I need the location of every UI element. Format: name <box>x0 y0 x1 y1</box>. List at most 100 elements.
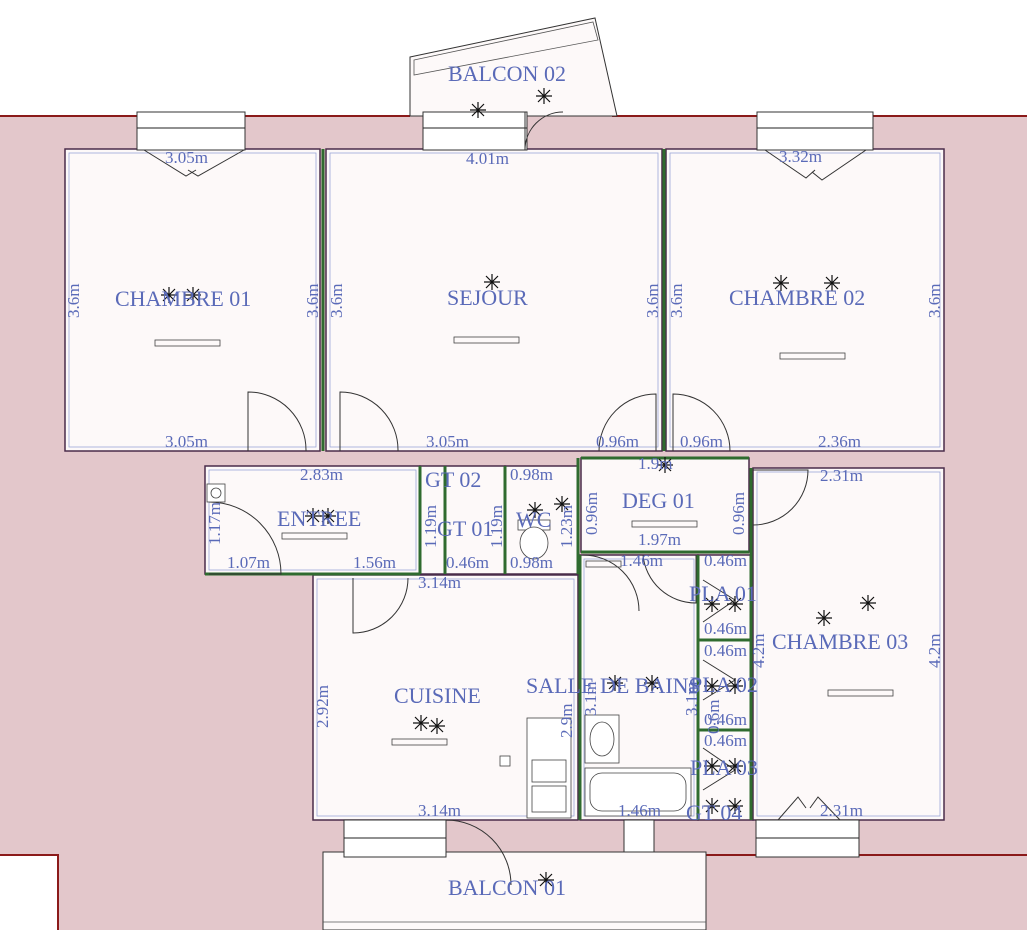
light-point-icon <box>536 88 552 104</box>
door-swing <box>642 554 697 604</box>
label-gt-01: GT 01 <box>437 516 493 541</box>
dim-cuisine-right: 2.9m <box>557 704 576 738</box>
label-gt-04: GT 04 <box>686 800 742 825</box>
light-point-icon <box>320 508 336 524</box>
door-swing <box>208 501 282 575</box>
radiator <box>281 532 348 540</box>
light-point-icon <box>644 675 660 691</box>
exterior-notch <box>0 856 57 930</box>
dim-entree-bottom-right: 1.56m <box>353 553 396 572</box>
dim-chambre01-top: 3.05m <box>165 148 208 167</box>
door-swing <box>352 577 409 634</box>
room-gt-cluster <box>419 465 506 575</box>
washbasin <box>584 714 620 764</box>
dim-sejour-door: 0.96m <box>596 432 639 451</box>
door-swing <box>143 149 197 177</box>
dim-placard-left: 3.1m <box>682 682 701 716</box>
light-point-icon <box>527 502 543 518</box>
door-swing <box>764 149 816 179</box>
room-sejour <box>325 148 663 452</box>
light-point-icon <box>305 508 321 524</box>
window <box>623 819 655 853</box>
door-swing <box>339 391 399 452</box>
radiator <box>827 689 894 697</box>
dim-chambre02-bottom: 2.36m <box>818 432 861 451</box>
light-point-icon <box>554 496 570 512</box>
door-swing <box>809 796 841 821</box>
dim-chambre02-door: 0.96m <box>680 432 723 451</box>
window <box>136 111 246 151</box>
door-swing <box>598 393 657 452</box>
dim-pla02-top: 0.46m <box>704 641 747 660</box>
dim-wc-top: 0.98m <box>510 465 553 484</box>
door-swing <box>445 819 512 886</box>
balcon-01-area <box>322 851 707 930</box>
room-chambre-02 <box>665 148 945 452</box>
room-outline <box>329 152 659 448</box>
dim-pla01-bottom: 0.46m <box>704 619 747 638</box>
light-point-icon <box>538 872 554 888</box>
dim-deg01-left: 0.96m <box>582 492 601 535</box>
dim-chambre03-top: 2.31m <box>820 466 863 485</box>
light-point-icon <box>704 798 720 814</box>
label-pla-03: PLA 03 <box>690 755 758 780</box>
label-chambre-01: CHAMBRE 01 <box>115 286 251 311</box>
door-swing <box>582 554 640 612</box>
light-point-icon <box>657 457 673 473</box>
label-balcon-01: BALCON 01 <box>448 875 566 900</box>
window <box>756 111 874 151</box>
room-chambre-03 <box>752 467 945 821</box>
dim-chambre02-right: 3.6m <box>925 284 944 318</box>
water-heater <box>206 483 226 503</box>
door-swing <box>247 391 307 452</box>
window <box>422 111 528 151</box>
dim-placard-mid: 0.6m <box>704 700 723 734</box>
dim-pla01-top: 0.46m <box>704 551 747 570</box>
dim-chambre03-bottom: 2.31m <box>820 801 863 820</box>
light-point-icon <box>727 596 743 612</box>
light-point-icon <box>607 675 623 691</box>
dim-chambre01-left: 3.6m <box>64 284 83 318</box>
dim-chambre01-right: 3.6m <box>303 284 322 318</box>
dim-wc-bottom: 0.98m <box>510 553 553 572</box>
dim-sejour-right: 3.6m <box>643 284 662 318</box>
dim-bath-left: 3.1m <box>581 682 600 716</box>
dim-entree-bottom-left: 1.07m <box>227 553 270 572</box>
label-gt-02: GT 02 <box>425 467 481 492</box>
dim-chambre02-top: 3.32m <box>779 147 822 166</box>
light-point-icon <box>470 102 486 118</box>
radiator <box>779 352 846 360</box>
dim-gt-bottom: 0.46m <box>446 553 489 572</box>
label-salle-de-bains: SALLE DE BAINS <box>526 673 701 698</box>
light-point-icon <box>727 798 743 814</box>
light-point-icon <box>704 758 720 774</box>
label-entree: ENTREE <box>277 506 361 531</box>
light-point-icon <box>860 595 876 611</box>
light-point-icon <box>413 715 429 731</box>
dim-sejour-bottom: 3.05m <box>426 432 469 451</box>
label-cuisine: CUISINE <box>394 683 481 708</box>
label-deg-01: DEG 01 <box>622 488 695 513</box>
kitchen-sink <box>526 717 572 819</box>
dim-chambre03-right: 4.2m <box>925 634 944 668</box>
light-point-icon <box>773 275 789 291</box>
radiator <box>391 738 448 746</box>
dim-bath-top: 1.46m <box>620 551 663 570</box>
label-pla-01: PLA 01 <box>689 581 757 606</box>
room-deg-01 <box>580 457 750 553</box>
door-swing <box>752 469 809 526</box>
light-point-icon <box>824 275 840 291</box>
light-point-icon <box>484 274 500 290</box>
radiator <box>585 560 622 568</box>
dim-deg01-top: 1.9m <box>638 454 672 473</box>
door-swing <box>524 111 564 151</box>
dim-deg01-right: 0.96m <box>729 492 748 535</box>
door-swing <box>187 149 245 177</box>
dim-entree-left: 1.17m <box>205 502 224 545</box>
radiator <box>631 520 698 528</box>
dim-deg01-bottom: 1.97m <box>638 530 681 549</box>
label-balcon-02: BALCON 02 <box>448 61 566 86</box>
room-outline <box>669 152 941 448</box>
balcon-02-rail <box>413 21 599 76</box>
